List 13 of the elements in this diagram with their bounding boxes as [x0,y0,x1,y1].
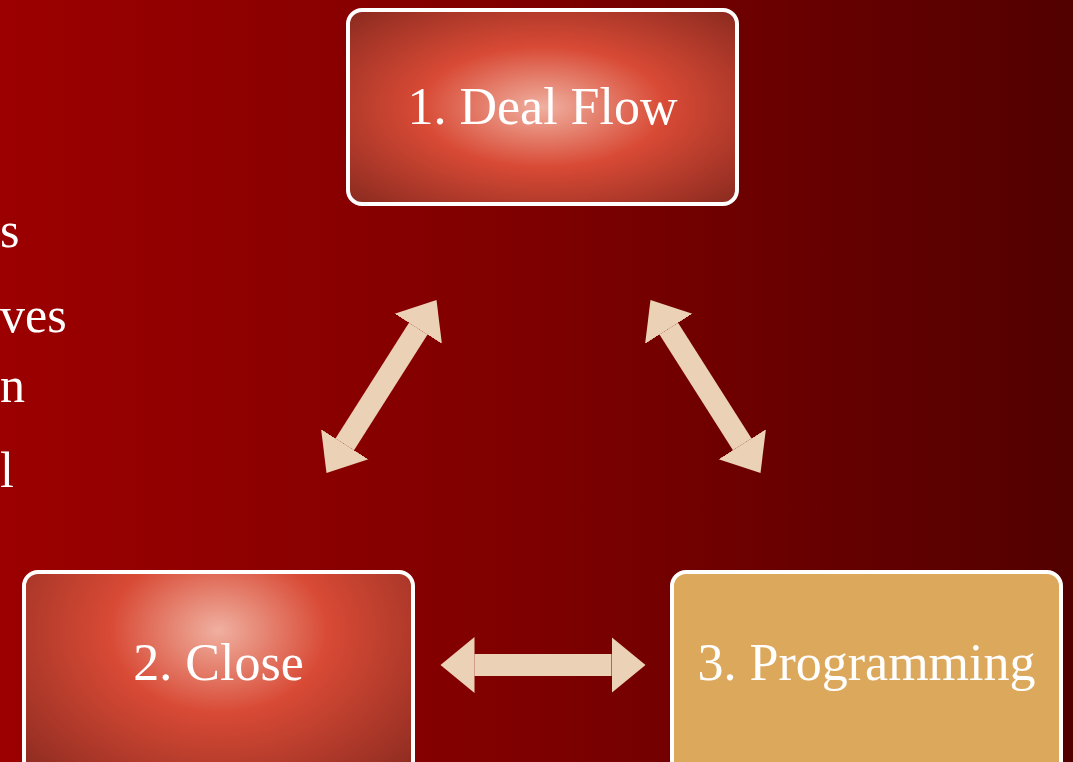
process-box [22,570,415,762]
bullet-text: n [0,360,25,410]
node-label: 3. Programming [697,634,1036,692]
bullet-text: s [0,205,20,255]
process-box [670,570,1063,762]
double-arrow [321,300,442,473]
node-label: 1. Deal Flow [407,78,678,136]
bullet-text: l [0,445,14,495]
double-arrow [440,637,646,693]
bullet-text: ves [0,290,67,340]
process-box [346,8,739,206]
double-arrow [645,300,766,473]
node-label: 2. Close [133,634,304,692]
